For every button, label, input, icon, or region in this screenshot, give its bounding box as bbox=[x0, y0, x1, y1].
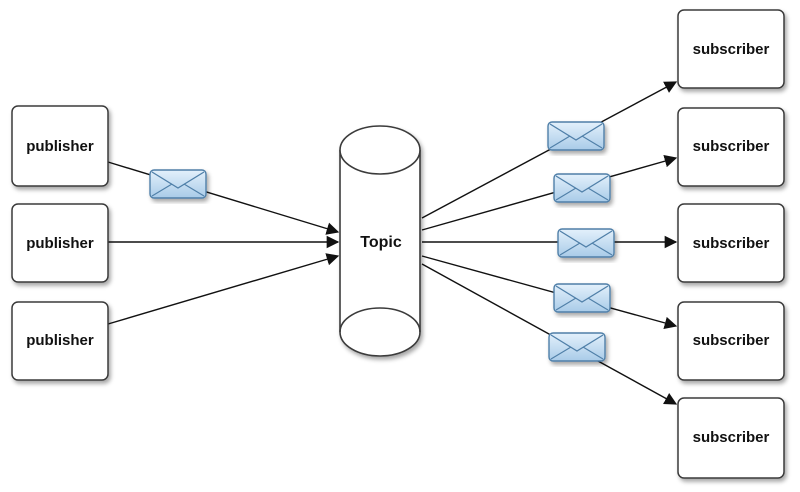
arrow-publisher-1-to-topic bbox=[107, 161, 340, 235]
subscriber-box bbox=[677, 301, 785, 381]
subscriber-box bbox=[677, 397, 785, 479]
publisher-box bbox=[11, 301, 109, 381]
arrow-topic-to-subscriber-2 bbox=[421, 155, 678, 231]
publisher-label: publisher bbox=[26, 138, 94, 155]
subscriber-box bbox=[677, 9, 785, 89]
publisher-box bbox=[11, 105, 109, 187]
topic-label: Topic bbox=[360, 234, 402, 251]
subscriber-label: subscriber bbox=[693, 235, 770, 252]
topic-cylinder bbox=[339, 125, 421, 357]
subscriber-label: subscriber bbox=[693, 429, 770, 446]
envelope-icon bbox=[548, 332, 606, 362]
subscriber-arrows bbox=[421, 81, 678, 405]
arrow-topic-to-subscriber-4 bbox=[421, 255, 678, 330]
envelope-icon bbox=[149, 169, 207, 199]
publisher-label: publisher bbox=[26, 235, 94, 252]
publisher-arrows bbox=[107, 161, 340, 325]
subscriber-box bbox=[677, 107, 785, 187]
arrow-topic-to-subscriber-5 bbox=[421, 263, 678, 405]
arrow-publisher-3-to-topic bbox=[107, 253, 340, 325]
subscriber-box bbox=[677, 203, 785, 283]
publisher-box bbox=[11, 203, 109, 283]
envelope-icon bbox=[547, 121, 605, 151]
envelope-icon bbox=[553, 173, 611, 203]
subscriber-label: subscriber bbox=[693, 332, 770, 349]
envelope-icon bbox=[557, 228, 615, 258]
arrow-topic-to-subscriber-1 bbox=[421, 81, 678, 219]
envelope-icon bbox=[553, 283, 611, 313]
subscriber-label: subscriber bbox=[693, 41, 770, 58]
subscriber-label: subscriber bbox=[693, 138, 770, 155]
publisher-label: publisher bbox=[26, 332, 94, 349]
